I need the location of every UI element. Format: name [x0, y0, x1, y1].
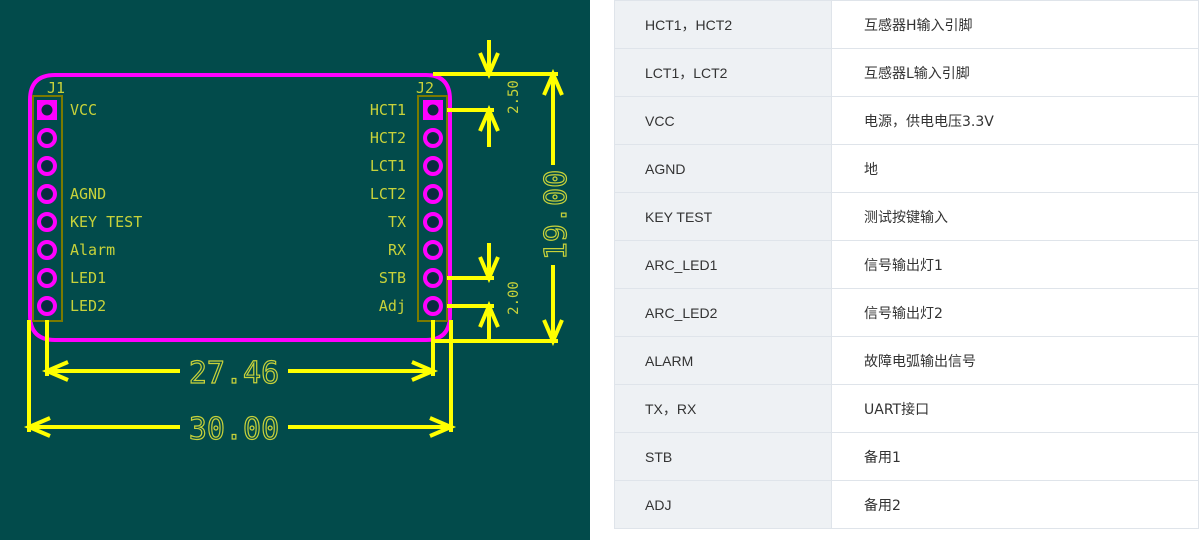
pin-description-cell: 互感器H输入引脚 — [831, 0, 1199, 49]
j1-drill-hole — [41, 216, 53, 228]
j1-pad — [37, 296, 57, 316]
j2-pad — [423, 240, 443, 260]
pin-name-cell: TX，RX — [614, 384, 832, 433]
j1-pad — [37, 128, 57, 148]
arrow-down — [542, 319, 564, 347]
j1-pad — [37, 156, 57, 176]
pin-description-cell: 地 — [831, 144, 1199, 193]
arrow-left — [23, 416, 51, 438]
j2-pad — [423, 268, 443, 288]
dim-label-board-width: 30.00 — [189, 412, 279, 447]
j2-pad — [423, 184, 443, 204]
j1-drill-hole — [41, 104, 53, 116]
arrow-up — [478, 300, 500, 328]
j2-pad — [423, 156, 443, 176]
j2-pin-label: TX — [388, 213, 406, 231]
pin-description-cell: 电源，供电电压3.3V — [831, 96, 1199, 145]
arrow-down — [478, 256, 500, 284]
j2-drill-hole — [427, 272, 439, 284]
j1-pin-label: AGND — [70, 185, 106, 203]
pin-description-cell: 信号输出灯1 — [831, 240, 1199, 289]
j2-pad — [423, 212, 443, 232]
j2-designator: J2 — [416, 79, 434, 97]
dim-label-board-height: 19.00 — [539, 170, 574, 260]
j2-pad — [423, 128, 443, 148]
j2-pin-label: STB — [379, 269, 406, 287]
j1-pin-label: Alarm — [70, 241, 115, 259]
j2-drill-hole — [427, 300, 439, 312]
j1-pad — [37, 268, 57, 288]
j2-pad — [423, 296, 443, 316]
j2-drill-hole — [427, 160, 439, 172]
pin-description-cell: UART接口 — [831, 384, 1199, 433]
j1-pin-label: KEY TEST — [70, 213, 142, 231]
pin-description-cell: 备用1 — [831, 432, 1199, 481]
j1-drill-hole — [41, 132, 53, 144]
pin-name-cell: STB — [614, 432, 832, 481]
j2-drill-hole — [427, 188, 439, 200]
pin-name-cell: ADJ — [614, 480, 832, 529]
arrow-right — [429, 416, 457, 438]
arrow-down — [478, 52, 500, 80]
pin-name-cell: VCC — [614, 96, 832, 145]
j2-pin-label: LCT1 — [370, 157, 406, 175]
arrow-right — [411, 360, 439, 382]
j1-drill-hole — [41, 188, 53, 200]
pin-name-cell: ARC_LED1 — [614, 240, 832, 289]
arrow-left — [41, 360, 69, 382]
j1-pin-label: VCC — [70, 101, 97, 119]
pin-name-cell: KEY TEST — [614, 192, 832, 241]
arrow-up — [478, 104, 500, 132]
j1-drill-hole — [41, 300, 53, 312]
pin-description-cell: 测试按键输入 — [831, 192, 1199, 241]
j1-pin-label: LED2 — [70, 297, 106, 315]
j1-pin-label: LED1 — [70, 269, 106, 287]
j2-pin-label: RX — [388, 241, 406, 259]
dimension-lines — [23, 40, 564, 438]
dim-label-bottom-offset: 2.00 — [506, 281, 522, 315]
j1-designator: J1 — [47, 79, 65, 97]
j1-pad — [37, 184, 57, 204]
j2-drill-hole — [427, 244, 439, 256]
j2-drill-hole — [427, 132, 439, 144]
j1-pad — [37, 240, 57, 260]
j2-pin-label: LCT2 — [370, 185, 406, 203]
dim-label-top-offset: 2.50 — [506, 80, 522, 114]
pin-description-cell: 信号输出灯2 — [831, 288, 1199, 337]
j2-pin-label: HCT2 — [370, 129, 406, 147]
pin-description-cell: 备用2 — [831, 480, 1199, 529]
j2-drill-hole — [427, 104, 439, 116]
pin-name-cell: AGND — [614, 144, 832, 193]
j2-pin-label: Adj — [379, 297, 406, 315]
pin-description-cell: 互感器L输入引脚 — [831, 48, 1199, 97]
j1-drill-hole — [41, 244, 53, 256]
dim-label-pin-span: 27.46 — [189, 356, 279, 391]
pin-name-cell: LCT1，LCT2 — [614, 48, 832, 97]
j2-pin-label: HCT1 — [370, 101, 406, 119]
pin-name-cell: ARC_LED2 — [614, 288, 832, 337]
j1-drill-hole — [41, 272, 53, 284]
j2-drill-hole — [427, 216, 439, 228]
j1-pad — [37, 212, 57, 232]
board-outline — [28, 73, 452, 342]
pin-description-cell: 故障电弧输出信号 — [831, 336, 1199, 385]
j1-drill-hole — [41, 160, 53, 172]
arrow-up — [542, 68, 564, 96]
pin-name-cell: ALARM — [614, 336, 832, 385]
pin-name-cell: HCT1，HCT2 — [614, 0, 832, 49]
